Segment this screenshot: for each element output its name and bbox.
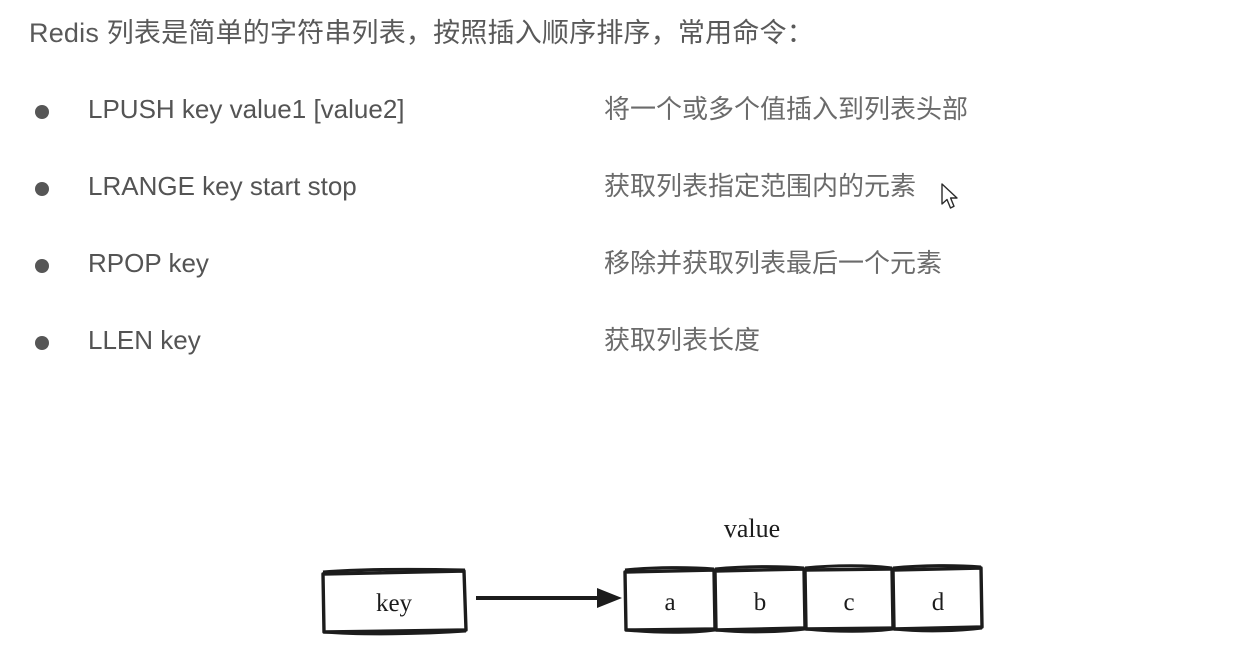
bullet-dot-icon bbox=[35, 336, 49, 350]
bullet-dot-icon bbox=[35, 105, 49, 119]
diagram-cell-value: c bbox=[843, 589, 854, 616]
arrow-right-icon bbox=[476, 588, 622, 608]
command-name: LPUSH key value1 [value2] bbox=[88, 94, 405, 124]
diagram-cell-value: b bbox=[754, 589, 767, 616]
diagram-value-label: value bbox=[724, 514, 780, 543]
diagram-value-cells: a b c d bbox=[623, 564, 984, 634]
command-list: LPUSH key value1 [value2] 将一个或多个值插入到列表头部… bbox=[0, 88, 1235, 396]
list-item: LRANGE key start stop 获取列表指定范围内的元素 bbox=[0, 165, 1235, 242]
diagram-key-box: key bbox=[321, 567, 468, 636]
command-description: 移除并获取列表最后一个元素 bbox=[604, 248, 943, 278]
command-description: 将一个或多个值插入到列表头部 bbox=[604, 94, 969, 124]
list-item: RPOP key 移除并获取列表最后一个元素 bbox=[0, 242, 1235, 319]
list-structure-diagram: value key a b bbox=[300, 492, 1020, 647]
list-item: LPUSH key value1 [value2] 将一个或多个值插入到列表头部 bbox=[0, 88, 1235, 165]
bullet-dot-icon bbox=[35, 182, 49, 196]
command-name: LLEN key bbox=[88, 325, 201, 355]
page-title: Redis 列表是简单的字符串列表，按照插入顺序排序，常用命令： bbox=[29, 18, 814, 48]
command-description: 获取列表长度 bbox=[604, 325, 761, 355]
command-name: RPOP key bbox=[88, 248, 209, 278]
diagram-key-label: key bbox=[376, 590, 413, 617]
diagram-cell-value: a bbox=[664, 589, 675, 616]
bullet-dot-icon bbox=[35, 259, 49, 273]
list-item: LLEN key 获取列表长度 bbox=[0, 319, 1235, 396]
command-description: 获取列表指定范围内的元素 bbox=[604, 171, 917, 201]
diagram-cell-value: d bbox=[932, 589, 945, 616]
command-name: LRANGE key start stop bbox=[88, 171, 357, 201]
